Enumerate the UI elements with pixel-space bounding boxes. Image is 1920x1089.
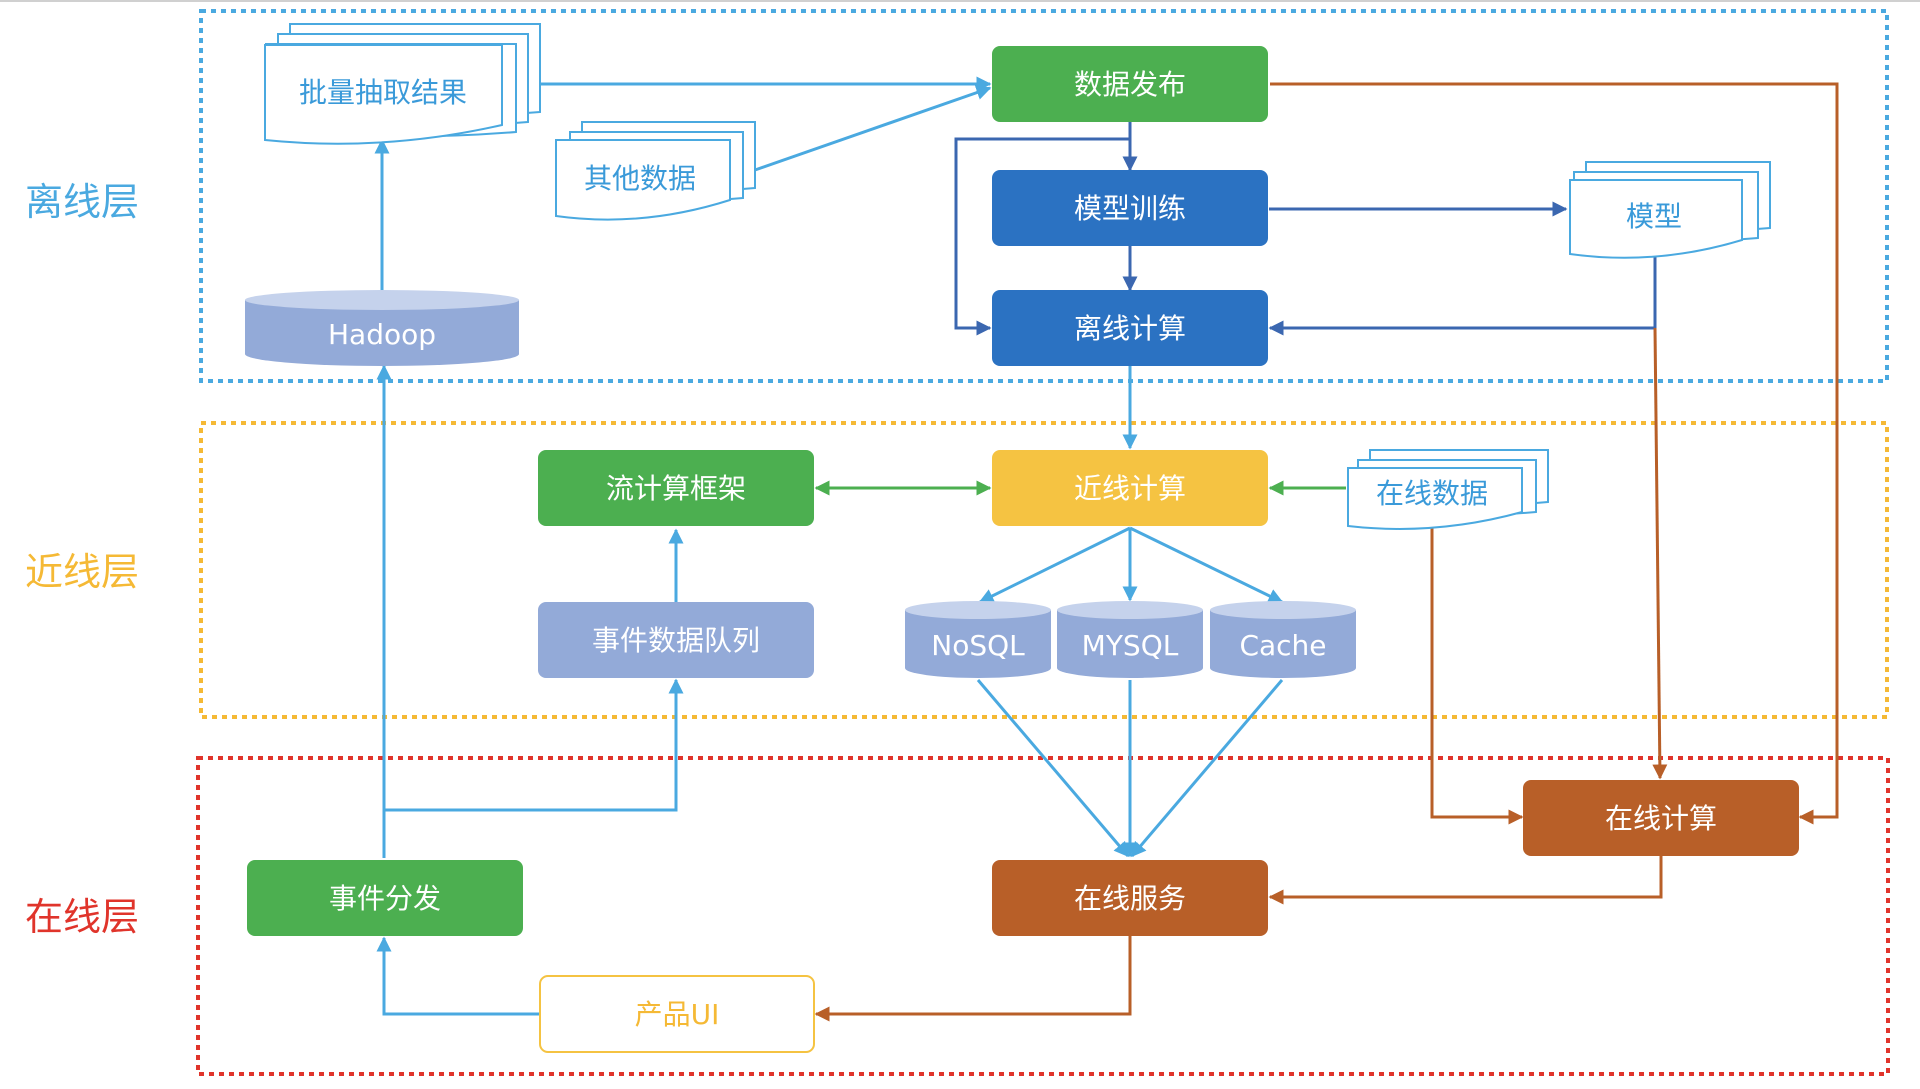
- svg-text:事件数据队列: 事件数据队列: [592, 624, 760, 657]
- svg-text:NoSQL: NoSQL: [931, 629, 1025, 662]
- offline-layer-label: 离线层: [25, 180, 139, 224]
- svg-text:模型训练: 模型训练: [1074, 192, 1186, 225]
- offline-layer-frame: [199, 9, 1889, 383]
- online-layer-label: 在线层: [25, 895, 139, 939]
- arrow-onlinecompute-to-service: [1268, 856, 1663, 905]
- svg-text:在线计算: 在线计算: [1605, 802, 1717, 835]
- svg-text:Cache: Cache: [1239, 629, 1326, 662]
- event-dispatch-box: 事件分发: [247, 860, 523, 936]
- model-doc: 模型: [1569, 161, 1771, 259]
- online-compute-box: 在线计算: [1523, 780, 1799, 856]
- arrow-other-to-publish: [754, 85, 992, 172]
- svg-text:在线服务: 在线服务: [1074, 882, 1186, 915]
- svg-text:其他数据: 其他数据: [584, 162, 696, 195]
- batch-extract-doc: 批量抽取结果: [264, 23, 541, 145]
- model-training-box: 模型训练: [992, 170, 1268, 246]
- svg-text:MYSQL: MYSQL: [1082, 629, 1179, 662]
- arrow-onlinedata-to-onlinecompute: [1430, 524, 1524, 825]
- mysql-database: MYSQL: [1057, 601, 1203, 678]
- arrow-publish-to-onlinecompute: [1270, 82, 1839, 825]
- svg-text:产品UI: 产品UI: [635, 998, 720, 1031]
- svg-text:离线计算: 离线计算: [1074, 312, 1186, 345]
- online-data-doc: 在线数据: [1347, 449, 1549, 530]
- online-service-box: 在线服务: [992, 860, 1268, 936]
- nearline-layer-frame: [199, 421, 1889, 719]
- other-data-doc: 其他数据: [555, 121, 756, 221]
- product-ui-box: 产品UI: [539, 975, 815, 1053]
- stream-framework-box: 流计算框架: [538, 450, 814, 526]
- arrow-model-to-onlinecompute: [1652, 327, 1668, 780]
- event-queue-box: 事件数据队列: [538, 602, 814, 678]
- svg-text:批量抽取结果: 批量抽取结果: [299, 76, 467, 109]
- arrow-dispatch-to-queue: [384, 678, 684, 812]
- hadoop-database: Hadoop: [245, 290, 519, 366]
- arrow-nosql-to-service: [976, 679, 1130, 858]
- arrow-ui-to-dispatch: [376, 936, 540, 1016]
- svg-text:流计算框架: 流计算框架: [606, 472, 746, 505]
- svg-text:数据发布: 数据发布: [1074, 68, 1186, 101]
- arrow-model-to-offline: [1268, 254, 1657, 336]
- svg-text:事件分发: 事件分发: [329, 882, 441, 915]
- nosql-database: NoSQL: [905, 601, 1051, 678]
- nearline-layer-label: 近线层: [25, 550, 139, 594]
- cache-database: Cache: [1210, 601, 1356, 678]
- data-publish-box: 数据发布: [992, 46, 1268, 122]
- connectors: [374, 76, 1839, 1022]
- arrow-cache-to-service: [1130, 679, 1284, 858]
- arrow-publish-to-offline: [954, 137, 1130, 336]
- arrow-nearline-to-nosql: [978, 526, 1131, 604]
- arrow-nearline-to-cache: [1129, 526, 1284, 604]
- arrow-service-to-ui: [814, 936, 1132, 1022]
- nearline-compute-box: 近线计算: [992, 450, 1268, 526]
- svg-text:模型: 模型: [1626, 200, 1682, 233]
- svg-text:Hadoop: Hadoop: [328, 318, 436, 351]
- svg-text:在线数据: 在线数据: [1376, 477, 1488, 510]
- svg-text:近线计算: 近线计算: [1074, 472, 1186, 505]
- offline-compute-box: 离线计算: [992, 290, 1268, 366]
